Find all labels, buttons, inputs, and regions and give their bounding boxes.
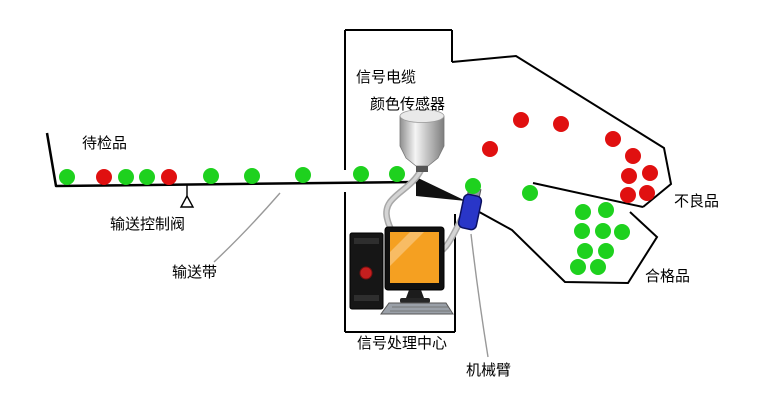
robot-arm <box>457 186 483 231</box>
conveyor-control-valve-symbol <box>179 184 195 208</box>
chamber-walls <box>344 29 456 333</box>
item-defective <box>96 169 112 185</box>
qualified-bin-outline <box>471 207 659 285</box>
item-defective <box>639 185 655 201</box>
defective-bin-items <box>482 112 658 203</box>
item-qualified <box>575 204 591 220</box>
label-robot-arm: 机械臂 <box>466 361 511 379</box>
label-signal-cable: 信号电缆 <box>356 68 416 86</box>
deflector-wedge <box>416 177 466 201</box>
item-qualified <box>577 243 593 259</box>
item-defective <box>553 116 569 132</box>
item-qualified <box>139 169 155 185</box>
item-defective <box>642 165 658 181</box>
item-qualified <box>465 178 481 194</box>
robot-arm-pointer-line <box>470 233 489 358</box>
item-qualified <box>570 259 586 275</box>
item-defective <box>621 168 637 184</box>
conveyor-belt-pointer-line <box>213 192 281 263</box>
pc-screen <box>390 232 439 283</box>
item-qualified <box>522 185 538 201</box>
label-qualified-items: 合格品 <box>645 267 690 285</box>
item-defective <box>161 169 177 185</box>
label-pending-items: 待检品 <box>82 134 127 152</box>
label-conveyor-control-valve: 输送控制阀 <box>110 215 185 233</box>
label-signal-processing-center: 信号处理中心 <box>357 334 447 352</box>
item-defective <box>513 112 529 128</box>
qualified-bin-items <box>570 202 630 275</box>
item-qualified <box>353 166 369 182</box>
pc-keyboard <box>380 302 454 315</box>
item-qualified <box>614 224 630 240</box>
label-color-sensor: 颜色传感器 <box>370 95 445 113</box>
item-qualified <box>244 168 260 184</box>
item-qualified <box>389 166 405 182</box>
belt-items <box>59 166 538 201</box>
item-qualified <box>590 259 606 275</box>
item-qualified <box>59 169 75 185</box>
signal-processing-computer <box>349 226 454 315</box>
label-defective-items: 不良品 <box>674 192 719 210</box>
label-conveyor-belt: 输送带 <box>172 263 217 281</box>
pc-tower-power-light <box>359 266 373 280</box>
item-defective <box>605 131 621 147</box>
conveyor-belt-line <box>45 132 419 188</box>
item-defective <box>482 141 498 157</box>
item-qualified <box>574 223 590 239</box>
item-qualified <box>295 167 311 183</box>
item-defective <box>620 187 636 203</box>
item-qualified <box>598 202 614 218</box>
color-sensor <box>399 109 445 172</box>
bin-separator-wall <box>532 182 644 208</box>
item-defective <box>625 148 641 164</box>
item-qualified <box>203 168 219 184</box>
item-qualified <box>598 243 614 259</box>
item-qualified <box>595 223 611 239</box>
defective-bin-outline <box>451 54 673 208</box>
item-qualified <box>118 169 134 185</box>
